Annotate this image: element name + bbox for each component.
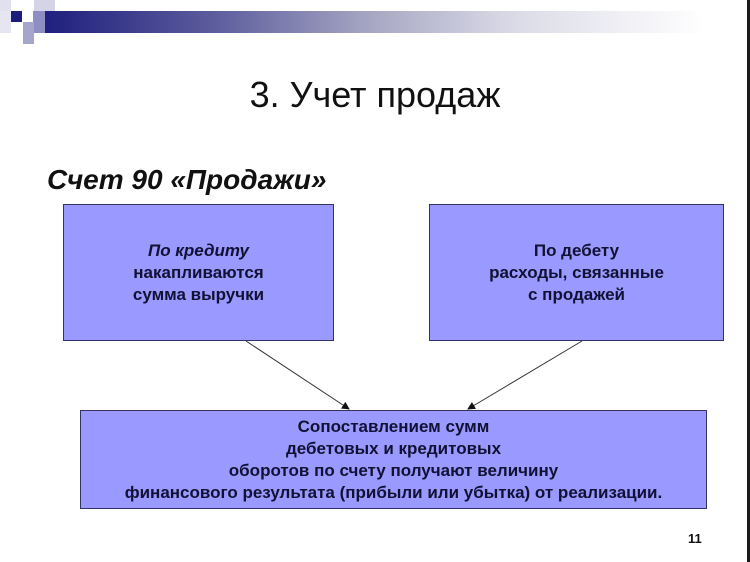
arrow-credit-to-result xyxy=(245,340,350,410)
debit-box: По дебету расходы, связанные с продажей xyxy=(429,204,724,341)
result-box-line: дебетовых и кредитовых xyxy=(285,438,502,458)
credit-box-line: сумма выручки xyxy=(132,284,265,304)
credit-box-line: По кредиту xyxy=(147,240,250,260)
credit-box: По кредиту накапливаются сумма выручки xyxy=(63,204,334,341)
result-box-line: финансового результата (прибыли или убыт… xyxy=(124,482,663,502)
slide-title: 3. Учет продаж xyxy=(249,74,501,115)
result-box-line: Сопоставлением сумм xyxy=(297,416,490,436)
decorative-square xyxy=(0,0,11,11)
result-box-line: оборотов по счету получают величину xyxy=(228,460,559,480)
page-number: 11 xyxy=(688,531,702,546)
decorative-square xyxy=(33,11,45,33)
decorative-square xyxy=(0,11,11,33)
credit-box-line: накапливаются xyxy=(133,262,264,282)
decorative-square xyxy=(11,11,22,22)
account-subtitle: Счет 90 «Продажи» xyxy=(47,164,327,195)
decorative-square xyxy=(23,22,34,44)
debit-box-line: По дебету xyxy=(533,240,620,260)
result-box: Сопоставлением сумм дебетовых и кредитов… xyxy=(80,410,707,509)
arrow-debit-to-result xyxy=(467,340,583,410)
header-gradient-band xyxy=(44,11,704,33)
debit-box-line: с продажей xyxy=(528,284,625,304)
debit-box-line: расходы, связанные xyxy=(489,262,664,282)
slide-right-border xyxy=(747,0,750,562)
